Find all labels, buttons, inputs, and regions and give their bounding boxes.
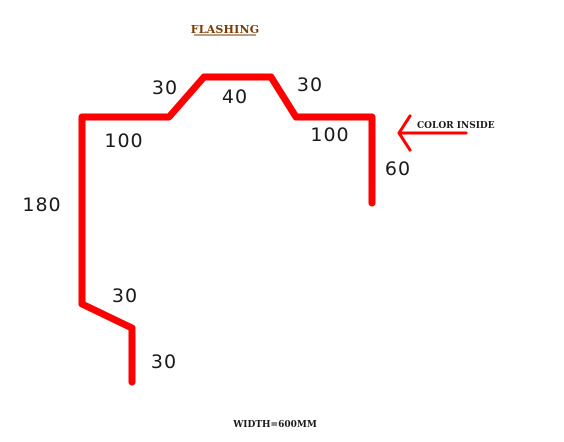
arrow-left-icon — [397, 114, 468, 152]
dim-left-flat: 100 — [104, 130, 143, 152]
dim-right-drop: 60 — [385, 158, 411, 180]
dim-top-right-slope: 30 — [297, 74, 323, 96]
dim-top-left-slope: 30 — [152, 77, 178, 99]
width-label: WIDTH=600MM — [232, 420, 317, 430]
drawing-title: FLASHING — [191, 23, 260, 36]
dim-right-flat: 100 — [310, 124, 349, 146]
dim-top-center: 40 — [222, 86, 248, 108]
dim-bottom-slope: 30 — [112, 285, 138, 307]
color-inside-label: COLOR INSIDE — [417, 121, 495, 131]
dim-bottom-return: 30 — [151, 351, 177, 373]
flashing-profile — [78, 73, 376, 386]
dim-left-height: 180 — [22, 194, 61, 216]
